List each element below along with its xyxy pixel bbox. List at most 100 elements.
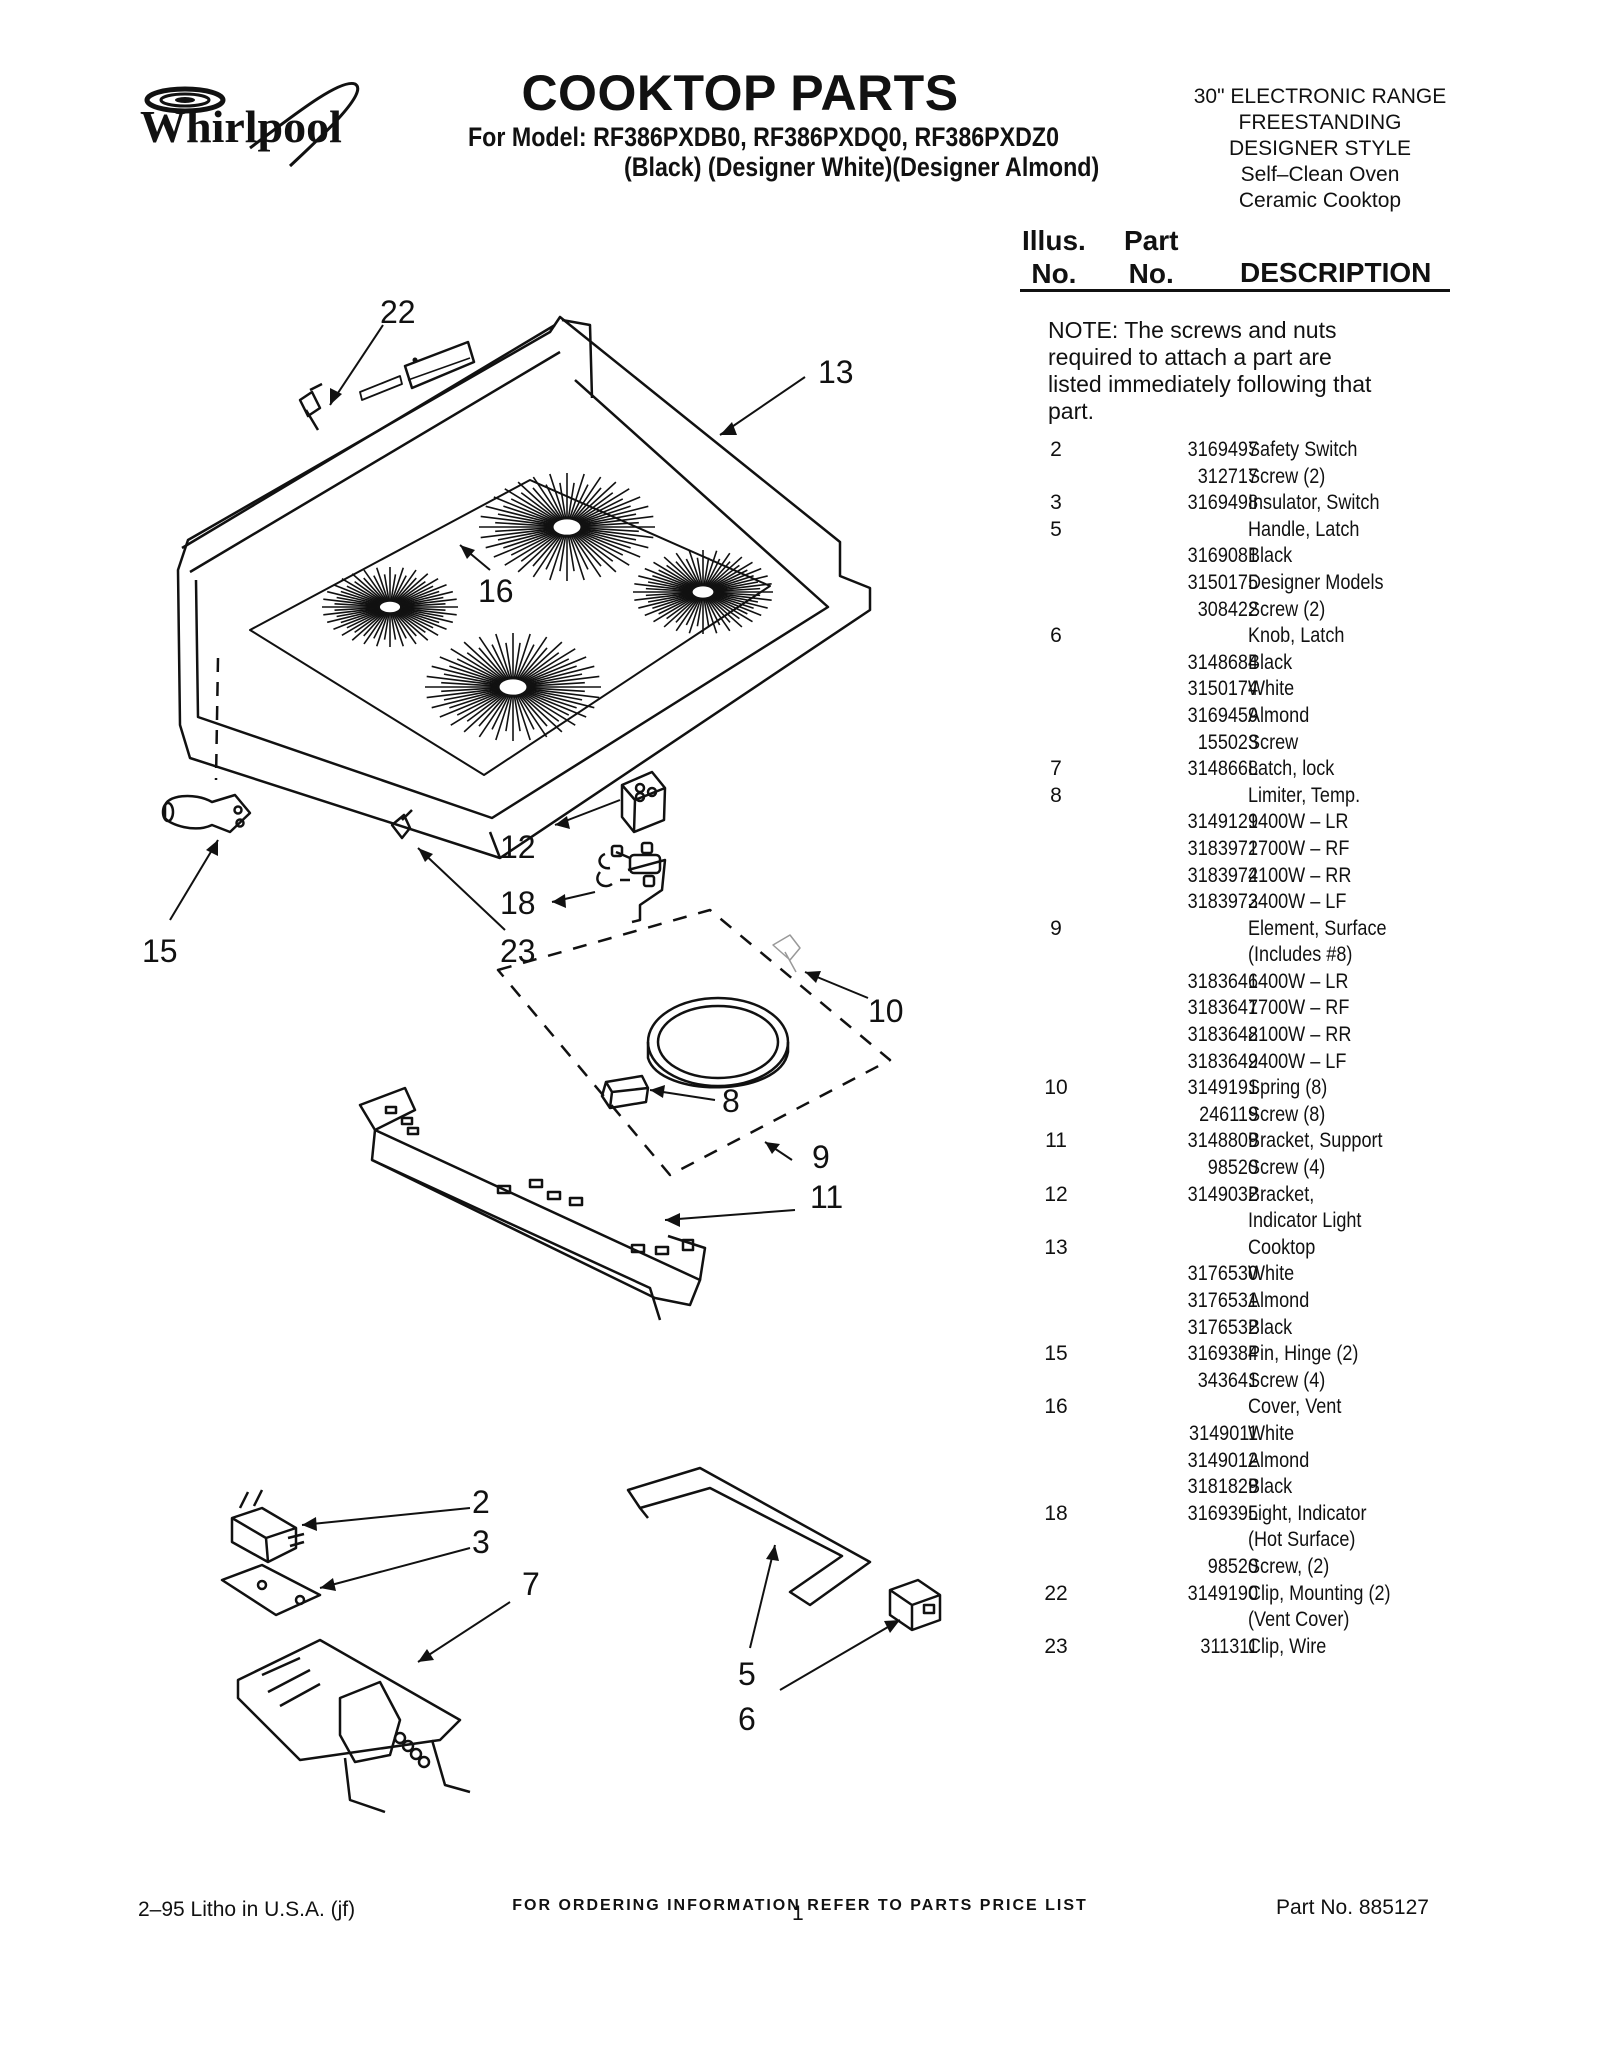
illus-number: 9 <box>1050 916 1062 940</box>
part-description: Screw (4) <box>1248 1368 1326 1392</box>
part-number: 3183649 <box>1187 1049 1258 1073</box>
part-number: 3149190 <box>1187 1581 1258 1605</box>
parts-row: Indicator Light <box>1030 1208 1470 1235</box>
part-number: 3183647 <box>1187 996 1258 1020</box>
column-header-description: DESCRIPTION <box>1240 257 1432 288</box>
illus-number: 5 <box>1050 517 1062 541</box>
illus-number: 7 <box>1050 757 1062 781</box>
column-header-illus-line1: Illus. <box>1022 225 1086 256</box>
lock-latch-part <box>236 1638 471 1814</box>
callout-2: 2 <box>472 1484 490 1520</box>
part-number: 312717 <box>1197 464 1258 488</box>
parts-row: (Includes #8) <box>1030 942 1470 969</box>
callout-10: 10 <box>868 993 904 1029</box>
part-description: 1700W – RF <box>1248 996 1350 1020</box>
part-number: 3149011 <box>1189 1421 1258 1445</box>
part-number: 3169081 <box>1187 544 1258 568</box>
part-description: Latch, lock <box>1248 757 1335 781</box>
part-description: Knob, Latch <box>1248 624 1345 648</box>
part-description: Almond <box>1248 1289 1310 1312</box>
illus-number: 23 <box>1044 1634 1068 1658</box>
part-number: 98520 <box>1207 1156 1258 1180</box>
illus-number: 18 <box>1044 1501 1068 1525</box>
callout-8: 8 <box>722 1083 740 1119</box>
part-number: 3176532 <box>1187 1315 1258 1339</box>
part-description: Almond <box>1248 1448 1310 1472</box>
part-number: 3149191 <box>1187 1076 1258 1100</box>
litho-note: 2–95 Litho in U.S.A. (jf) <box>138 1898 356 1921</box>
part-description: Screw <box>1248 730 1299 754</box>
part-description: Screw (2) <box>1248 464 1326 488</box>
illus-number: 8 <box>1050 783 1062 807</box>
parts-row: (Hot Surface) <box>1030 1527 1470 1554</box>
part-number: 3169395 <box>1187 1501 1258 1525</box>
callout-7: 7 <box>522 1566 540 1602</box>
part-description: Element, Surface <box>1248 916 1387 940</box>
part-number: 3150175 <box>1187 570 1258 594</box>
callout-3: 3 <box>472 1524 490 1560</box>
model-variants: (Black) (Designer White)(Designer Almond… <box>624 152 1100 182</box>
illus-number: 3 <box>1050 491 1062 515</box>
part-description: White <box>1248 1262 1295 1286</box>
illus-number: 13 <box>1044 1235 1068 1259</box>
product-line: 30" ELECTRONIC RANGE <box>1193 85 1447 108</box>
part-number: 3149129 <box>1187 810 1258 834</box>
part-number: 3169459 <box>1187 703 1258 727</box>
part-description: Cover, Vent <box>1248 1395 1342 1419</box>
part-description: Screw (4) <box>1248 1156 1326 1180</box>
cooktop-part <box>176 315 872 860</box>
part-description: White <box>1248 677 1295 701</box>
part-description: Clip, Mounting (2) <box>1248 1581 1391 1605</box>
column-header-part-line2: No. <box>1128 258 1174 289</box>
part-description: 2100W – RR <box>1248 1023 1352 1047</box>
burner-patterns <box>322 473 773 741</box>
part-number: 3169384 <box>1187 1342 1258 1366</box>
part-description: Black <box>1248 544 1293 568</box>
exploded-diagram: 22 13 16 12 18 15 23 10 8 9 11 2 3 7 5 6 <box>142 294 942 1814</box>
part-description: Screw (8) <box>1248 1102 1326 1126</box>
part-description: Bracket, <box>1248 1182 1315 1206</box>
column-header-illus: Illus. No. <box>1022 224 1086 290</box>
burner-pattern <box>322 567 458 647</box>
part-description: 1400W – LR <box>1248 810 1349 834</box>
part-description: Limiter, Temp. <box>1248 783 1361 807</box>
part-number: 155023 <box>1197 730 1258 754</box>
column-header-illus-line2: No. <box>1031 258 1077 289</box>
part-description: 2400W – LF <box>1248 1049 1347 1073</box>
product-description: 30" ELECTRONIC RANGE FREESTANDING DESIGN… <box>1150 84 1490 214</box>
part-number: 3169498 <box>1187 491 1258 515</box>
ordering-note: FOR ORDERING INFORMATION REFER TO PARTS … <box>512 1897 1088 1914</box>
part-description: Insulator, Switch <box>1248 491 1380 515</box>
part-description: Spring (8) <box>1248 1076 1328 1100</box>
part-number: 3176531 <box>1187 1289 1258 1312</box>
whirlpool-logo: Whirlpool <box>140 81 359 168</box>
part-description: Black <box>1248 650 1293 674</box>
part-description: 1400W – LR <box>1248 969 1349 993</box>
header-rule <box>1020 289 1450 292</box>
part-description: Cooktop <box>1248 1235 1316 1259</box>
